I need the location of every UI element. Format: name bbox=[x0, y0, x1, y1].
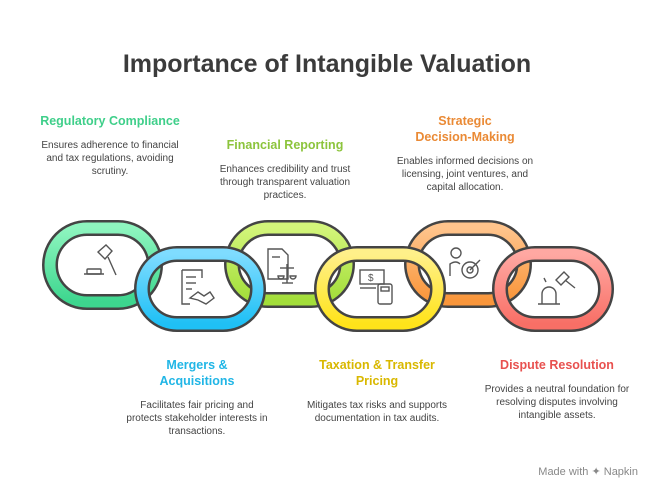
svg-text:$: $ bbox=[368, 273, 374, 284]
made-with-napkin-label: Made with ✦ Napkin bbox=[538, 466, 638, 478]
block-taxation-transfer-pricing: Taxation & Transfer Pricing Mitigates ta… bbox=[302, 357, 452, 425]
block-title: Mergers & Acquisitions bbox=[159, 358, 235, 388]
link-mergers-acquisitions bbox=[134, 246, 266, 332]
block-desc: Ensures adherence to financial and tax r… bbox=[41, 140, 179, 177]
block-mergers-acquisitions: Mergers & Acquisitions Facilitates fair … bbox=[122, 357, 272, 438]
block-strategic-decision-making: Strategic Decision-Making Enables inform… bbox=[390, 113, 540, 194]
block-title: Financial Reporting bbox=[226, 138, 344, 152]
block-title: Taxation & Transfer Pricing bbox=[319, 358, 435, 388]
block-dispute-resolution: Dispute Resolution Provides a neutral fo… bbox=[482, 357, 632, 422]
block-desc: Enhances credibility and trust through t… bbox=[219, 164, 351, 201]
block-regulatory-compliance: Regulatory Compliance Ensures adherence … bbox=[35, 113, 185, 178]
page-title: Importance of Intangible Valuation bbox=[122, 50, 532, 78]
block-desc: Mitigates tax risks and supports documen… bbox=[306, 400, 448, 424]
document-scales-icon bbox=[267, 248, 297, 284]
block-title: Dispute Resolution bbox=[500, 358, 614, 372]
person-target-icon bbox=[449, 247, 481, 279]
block-desc: Facilitates fair pricing and protects st… bbox=[126, 400, 268, 437]
block-financial-reporting: Financial Reporting Enhances credibility… bbox=[210, 137, 360, 202]
block-desc: Enables informed decisions on licensing,… bbox=[396, 156, 534, 193]
money-calculator-icon: $ bbox=[359, 269, 393, 305]
gavel-alarm-icon bbox=[538, 271, 576, 305]
link-dispute-resolution bbox=[492, 246, 614, 332]
gavel-icon bbox=[84, 244, 117, 276]
link-financial-reporting bbox=[224, 220, 355, 308]
block-title: Strategic Decision-Making bbox=[415, 114, 515, 144]
block-desc: Provides a neutral foundation for resolv… bbox=[484, 384, 630, 421]
block-title: Regulatory Compliance bbox=[40, 114, 180, 128]
contract-handshake-icon bbox=[181, 269, 215, 305]
link-taxation-transfer-pricing bbox=[314, 246, 446, 332]
